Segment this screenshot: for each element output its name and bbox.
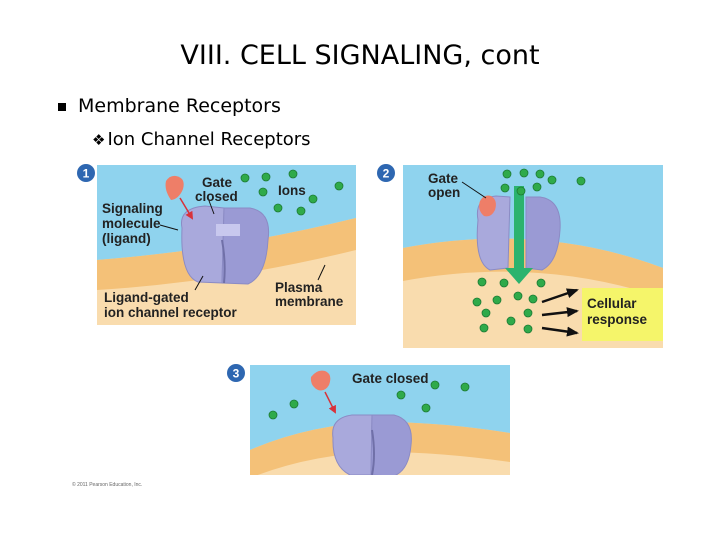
diamond-bullet-icon: ❖ <box>92 131 106 149</box>
ion <box>308 194 318 204</box>
ion <box>396 390 406 400</box>
membrane-pointer-line <box>317 264 326 281</box>
ion <box>261 172 271 182</box>
panel-3 <box>250 365 510 475</box>
ion <box>523 324 533 334</box>
ion <box>506 316 516 326</box>
ions-label: Ions <box>278 183 306 198</box>
cellular-response-label-line1: Cellular <box>587 296 637 311</box>
gate-open-pointer-line <box>461 181 487 199</box>
ion <box>460 382 470 392</box>
ions-panel-3 <box>268 380 470 420</box>
ion <box>334 181 344 191</box>
ion <box>492 295 502 305</box>
ion <box>477 277 487 287</box>
gate-open-label-line1: Gate <box>428 171 459 186</box>
gate-closed-label: Gate closed <box>352 371 429 386</box>
ion <box>273 203 283 213</box>
ions-panel-2 <box>472 168 586 334</box>
step-badge-1 <box>77 164 95 182</box>
ion <box>289 399 299 409</box>
ion <box>240 173 250 183</box>
ion-flow-arrow-head <box>505 268 533 284</box>
ion <box>421 403 431 413</box>
signaling-pointer-line <box>159 224 179 231</box>
ion <box>513 291 523 301</box>
receptor-label-line2: ion channel receptor <box>104 305 238 320</box>
ligand-molecule-released <box>310 370 331 391</box>
cellular-response-label-line2: response <box>587 312 648 327</box>
ion <box>268 410 278 420</box>
plasma-membrane-label-line2: membrane <box>275 294 344 309</box>
response-arrow-upper <box>541 288 579 304</box>
ion <box>479 323 489 333</box>
ligand-molecule <box>165 175 184 200</box>
cellular-response-box <box>582 288 663 341</box>
ion <box>532 182 542 192</box>
bullet-text: Membrane Receptors <box>78 95 281 117</box>
receptor-pointer-line <box>194 275 204 291</box>
square-bullet-icon <box>58 102 66 111</box>
ion <box>500 183 510 193</box>
ligand-molecule-bound <box>479 195 496 217</box>
ions-panel-1 <box>240 169 344 216</box>
signaling-label-line3: (ligand) <box>102 231 151 246</box>
signaling-label-line2: molecule <box>102 216 161 231</box>
sub-bullet-text: Ion Channel Receptors <box>107 129 311 150</box>
step-number-3: 3 <box>233 367 240 381</box>
ligand-release-arrow <box>324 391 336 414</box>
step-number-2: 2 <box>383 167 390 181</box>
copyright-note: © 2011 Pearson Education, Inc. <box>72 481 142 488</box>
ion <box>516 186 526 196</box>
ion-flow-arrow-shaft <box>514 186 524 270</box>
step-number-1: 1 <box>83 167 90 181</box>
signaling-label-line1: Signaling <box>102 201 163 216</box>
ion <box>576 176 586 186</box>
bullet-membrane-receptors: Membrane Receptors <box>58 95 281 117</box>
plasma-membrane-label-line1: Plasma <box>275 280 323 295</box>
ion <box>296 206 306 216</box>
receptor-label-line1: Ligand-gated <box>104 290 189 305</box>
ion <box>547 175 557 185</box>
gate-open-label-line2: open <box>428 185 460 200</box>
ion <box>502 169 512 179</box>
ion-channel-closed <box>180 205 270 285</box>
gate-pointer-line <box>207 197 215 215</box>
ligand-arrow <box>179 197 194 220</box>
ion <box>288 169 298 179</box>
ion <box>481 308 491 318</box>
response-arrow-middle <box>541 307 579 318</box>
ion <box>499 278 509 288</box>
slide-title: VIII. CELL SIGNALING, cont <box>180 40 540 71</box>
ion <box>258 187 268 197</box>
ion <box>523 308 533 318</box>
response-arrow-lower <box>541 326 579 337</box>
ion-channel-closed <box>332 414 412 475</box>
panel-1 <box>97 165 356 325</box>
ion <box>430 380 440 390</box>
step-badge-2 <box>377 164 395 182</box>
ion <box>536 278 546 288</box>
ion <box>535 169 545 179</box>
ion <box>528 294 538 304</box>
step-badge-3 <box>227 364 245 382</box>
sub-bullet-ion-channel-receptors: ❖Ion Channel Receptors <box>92 129 311 150</box>
ion <box>472 297 482 307</box>
ion <box>519 168 529 178</box>
gate-closed-label-line1: Gate <box>202 175 233 190</box>
gate-closed-label-line2: closed <box>195 189 238 204</box>
